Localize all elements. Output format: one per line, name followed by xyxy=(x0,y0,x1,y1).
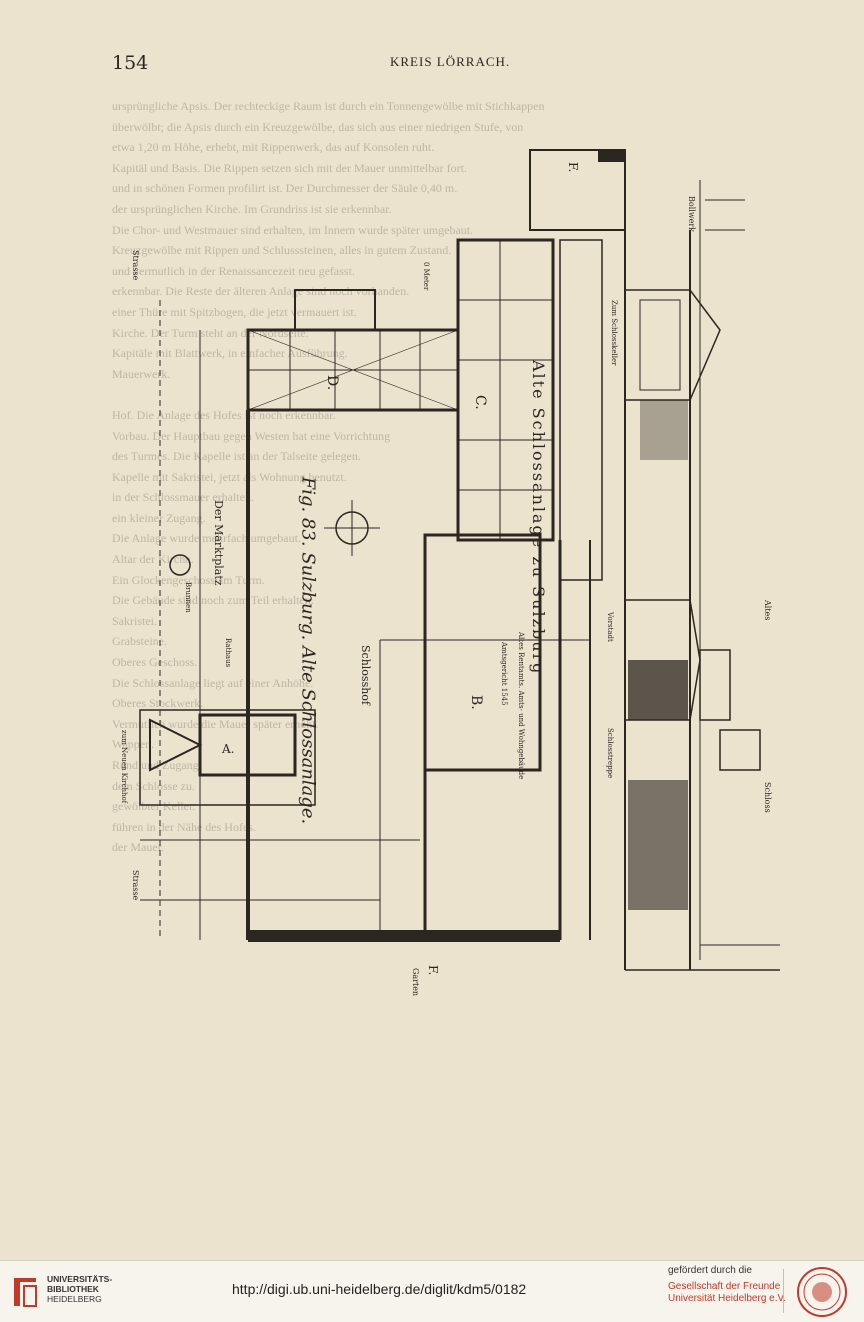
label-altes-schloss: Altes Rentamts. Amts- und Wohngebäude xyxy=(517,632,525,780)
building-c-outline xyxy=(456,238,555,542)
running-head: KREIS LÖRRACH. xyxy=(390,54,511,69)
label-strasse-right: Strasse xyxy=(131,870,140,901)
university-logo-icon xyxy=(14,1278,37,1307)
body-text-line: des Turmes. Die Kapelle ist an der Talse… xyxy=(112,449,361,464)
label-vorstadt: Vorstadt xyxy=(606,612,614,642)
body-text-line: ursprüngliche Apsis. Der rechteckige Rau… xyxy=(112,99,545,113)
permalink-url[interactable]: http://digi.ub.uni-heidelberg.de/diglit/… xyxy=(232,1281,527,1297)
label-bollwerk: Bollwerk xyxy=(687,196,696,233)
body-text-line: der Mauer. xyxy=(112,840,164,855)
body-text-line: Wappen. xyxy=(112,737,155,752)
label-building-f2: F. xyxy=(426,965,440,976)
body-text-line: Die Anlage wurde mehrfach umgebaut. xyxy=(112,531,301,546)
body-text-line: Kapitäl und Basis. Die Rippen setzen sic… xyxy=(112,160,467,175)
label-schlosshof: Schlosshof xyxy=(359,645,372,705)
body-text-line: Ein Glockengeschoss am Turm. xyxy=(112,572,265,587)
label-building-b: B. xyxy=(468,695,484,710)
body-text-line: Oberes Stockwerk. xyxy=(112,696,204,711)
body-text-line: und vermutlich in der Renaissancezeit ne… xyxy=(112,263,355,278)
bastion-fill xyxy=(598,150,626,162)
body-text-line: überwölbt; die Apsis durch ein Kreuzgewö… xyxy=(112,119,524,134)
label-schlosstreppe: Schlosstreppe xyxy=(606,728,614,779)
label-landgericht: Amtsgericht 1545 xyxy=(500,642,508,706)
site-plan xyxy=(139,149,780,971)
body-text-line: Kapitäle mit Blattwerk, in einfacher Aus… xyxy=(112,346,348,361)
body-text-line: etwa 1,20 m Höhe, erhebt, mit Rippenwerk… xyxy=(112,140,435,155)
body-text-line: Kapelle mit Sakristei, jetzt als Wohnung… xyxy=(112,469,347,484)
body-text-line: Die Schlossanlage liegt auf einer Anhöhe… xyxy=(112,675,314,690)
society-seal-icon xyxy=(797,1267,847,1317)
label-marktplatz: Der Marktplatz xyxy=(212,500,225,586)
society-name: Gesellschaft der Freunde Universität Hei… xyxy=(668,1281,787,1304)
body-text-line: Die Gebäude sind noch zum Teil erhalten. xyxy=(112,593,314,608)
body-text-line: Mauerwerk. xyxy=(112,366,171,381)
page-number: 154 xyxy=(112,52,149,74)
body-text-line: Vorbau. Der Hauptbau gegen Westen hat ei… xyxy=(112,428,391,443)
body-text-line: der ursprünglichen Kirche. Im Grundriss … xyxy=(112,201,392,216)
body-text-line: Altar der Kirche. xyxy=(112,552,194,567)
label-scale: 0 Meter xyxy=(422,262,430,291)
body-text: ursprüngliche Apsis. Der rechteckige Rau… xyxy=(112,96,812,858)
label-building-d: D. xyxy=(324,375,340,391)
label-strasse-left: Strasse xyxy=(131,250,140,281)
viewer-footer: UNIVERSITÄTS- BIBLIOTHEK HEIDELBERG http… xyxy=(0,1260,864,1322)
label-church-a: A. xyxy=(222,742,235,756)
label-garten: Garten xyxy=(411,968,420,997)
label-brunnen: Brunnen xyxy=(184,582,192,613)
scanned-page: 154 KREIS LÖRRACH. ursprüngliche Apsis. … xyxy=(112,52,812,997)
body-text-line: erkennbar. Die Reste der älteren Anlage … xyxy=(112,284,410,299)
body-text-line: dem Schlosse zu. xyxy=(112,778,195,793)
figure-caption: Fig. 83. Sulzburg. Alte Schlossanlage. xyxy=(297,476,319,825)
body-text-line: Oberes Geschoss. xyxy=(112,655,198,670)
body-text-line: Sakristei. xyxy=(112,613,157,628)
body-text-line: ein kleiner Zugang. xyxy=(112,510,206,525)
label-neuer-kirchhof: zum Neuen Kirchhof xyxy=(120,730,128,804)
plan-title: Alte Schlossanlage zu Sulzburg xyxy=(529,360,548,676)
university-name: UNIVERSITÄTS- BIBLIOTHEK HEIDELBERG xyxy=(47,1274,113,1304)
label-building-c: C. xyxy=(472,395,488,410)
funded-by-text: gefördert durch die xyxy=(668,1265,752,1276)
footer-divider xyxy=(783,1269,784,1313)
label-zum-schlosskeller: Zum Schlosskeller xyxy=(610,300,618,366)
body-text-line: in der Schlossmauer erhalten. xyxy=(112,490,254,505)
body-text-line: Grabsteine. xyxy=(112,634,167,649)
building-b-outline xyxy=(423,533,542,772)
label-altes: Altes xyxy=(763,600,772,621)
label-building-f: F. xyxy=(566,162,580,173)
body-text-line: Rund und Zugang. xyxy=(112,758,202,772)
label-rathaus: Rathaus xyxy=(224,638,232,668)
body-text-line: führen in der Nähe des Hofes. xyxy=(112,819,256,834)
body-text-line: Kreuzgewölbe mit Rippen und Schlussstein… xyxy=(112,243,452,258)
body-text-line: und in schönen Formen profilirt ist. Der… xyxy=(112,181,458,196)
label-schloss: Schloss xyxy=(763,782,772,813)
body-text-line: Die Chor- und Westmauer sind erhalten, i… xyxy=(112,222,474,237)
body-text-line: gewölbter Keller. xyxy=(112,799,196,814)
